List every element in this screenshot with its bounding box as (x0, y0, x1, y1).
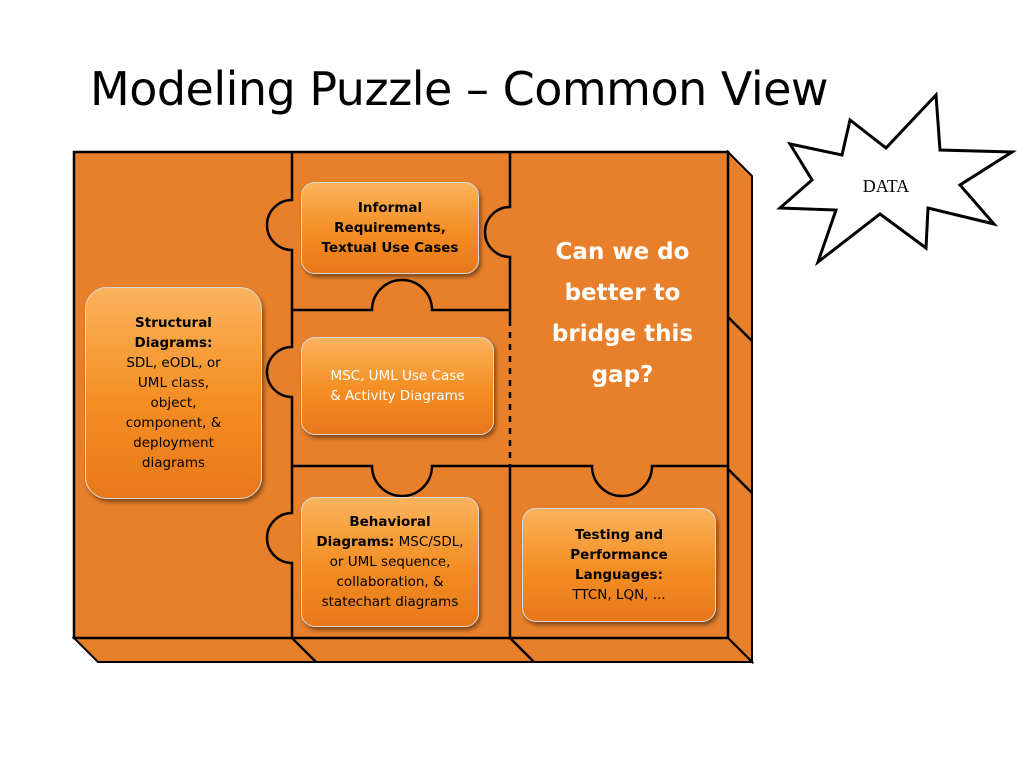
informal-line-2: Requirements, (334, 220, 446, 236)
data-label: DATA (862, 176, 910, 196)
puzzle-edge-col2-top (483, 152, 512, 320)
puzzle-bottom-face (71, 637, 755, 663)
testing-detail: TTCN, LQN, ... (572, 587, 666, 603)
gap-question-line-2: better to (564, 280, 681, 306)
gap-question-line-3: bridge this (551, 321, 694, 347)
gap-question-line-1: Can we do (555, 239, 690, 265)
informal-requirements-piece: Informal Requirements, Textual Use Cases (301, 182, 479, 274)
behavioral-line-2-rest: MSC/SDL, (394, 534, 464, 550)
gap-question-text: Can we do better to bridge this gap? (520, 232, 725, 396)
data-explosion-callout (776, 91, 1017, 267)
puzzle-edge-row2 (292, 464, 728, 498)
msc-line-1: MSC, UML Use Case (330, 368, 465, 384)
msc-line-2: & Activity Diagrams (330, 388, 465, 404)
slide-title: Modeling Puzzle – Common View (90, 62, 829, 116)
behavioral-line-4: collaboration, & (336, 574, 444, 590)
gap-question-line-4: gap? (591, 362, 654, 388)
puzzle-side-face (727, 149, 753, 665)
testing-languages-piece: Testing and Performance Languages: TTCN,… (522, 508, 716, 622)
structural-line-6: diagrams (141, 455, 206, 471)
structural-line-3: object, (150, 395, 197, 411)
behavioral-heading-2: Diagrams: (316, 534, 395, 550)
structural-diagrams-piece: Structural Diagrams: SDL, eODL, or UML c… (85, 287, 262, 499)
testing-heading-1: Testing and (574, 527, 664, 543)
testing-heading-3: Languages: (575, 567, 663, 583)
behavioral-line-3: or UML sequence, (329, 554, 451, 570)
behavioral-heading-1: Behavioral (349, 514, 431, 530)
testing-heading-2: Performance (570, 547, 668, 563)
puzzle-edge-col1 (265, 152, 294, 638)
behavioral-line-5: statechart diagrams (321, 594, 459, 610)
structural-line-5: deployment (133, 435, 214, 451)
structural-line-1: SDL, eODL, or (126, 355, 221, 371)
structural-line-4: component, & (125, 415, 222, 431)
structural-line-2: UML class, (137, 375, 210, 391)
puzzle-depth-lines (291, 316, 753, 663)
informal-line-3: Textual Use Cases (321, 240, 459, 256)
behavioral-line-2: Diagrams: MSC/SDL, (316, 532, 463, 552)
behavioral-diagrams-piece: Behavioral Diagrams: MSC/SDL, or UML seq… (301, 497, 479, 627)
structural-heading: Structural Diagrams: (134, 315, 213, 351)
puzzle-edge-row1 (292, 278, 510, 312)
msc-uml-piece: MSC, UML Use Case & Activity Diagrams (301, 337, 494, 435)
informal-line-1: Informal (357, 200, 423, 216)
